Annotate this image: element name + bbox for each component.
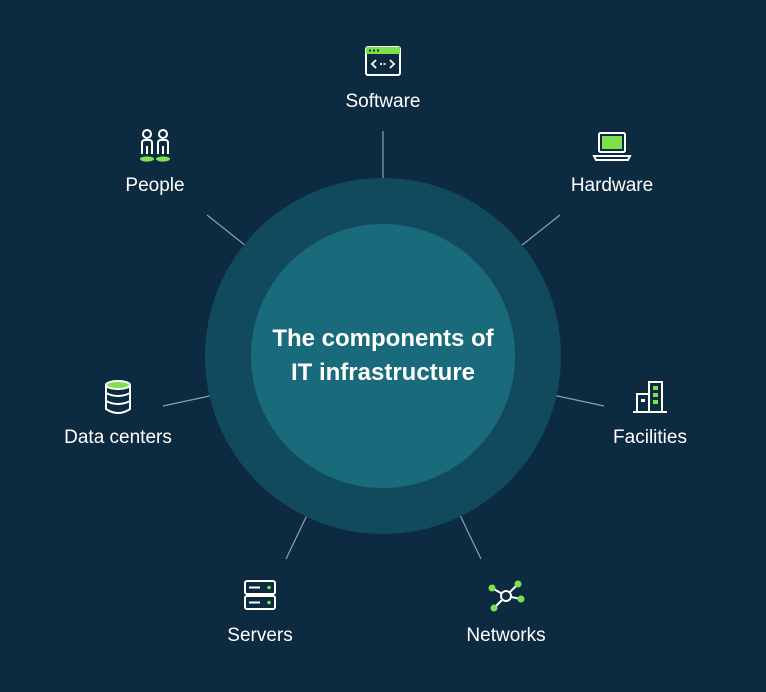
component-data-centers: Data centers <box>33 378 203 458</box>
code-window-icon <box>365 46 401 76</box>
component-label: Servers <box>227 625 293 646</box>
component-label: Facilities <box>613 427 687 448</box>
center-title: The components of IT infrastructure <box>272 325 494 386</box>
component-label: Networks <box>466 625 546 646</box>
inner-circle: The components of IT infrastructure <box>251 224 515 488</box>
component-label: Software <box>345 91 421 112</box>
people-icon <box>140 129 170 162</box>
component-servers: Servers <box>175 576 345 656</box>
component-facilities: Facilities <box>565 378 735 458</box>
component-label: People <box>125 175 185 196</box>
database-icon <box>105 380 131 414</box>
building-icon <box>633 381 667 413</box>
component-label: Hardware <box>570 175 654 196</box>
component-software: Software <box>298 42 468 122</box>
component-networks: Networks <box>421 576 591 656</box>
server-icon <box>244 580 276 610</box>
component-hardware: Hardware <box>527 126 697 206</box>
component-people: People <box>70 126 240 206</box>
component-label: Data centers <box>64 427 172 448</box>
network-icon <box>488 580 525 612</box>
laptop-icon <box>592 132 632 161</box>
